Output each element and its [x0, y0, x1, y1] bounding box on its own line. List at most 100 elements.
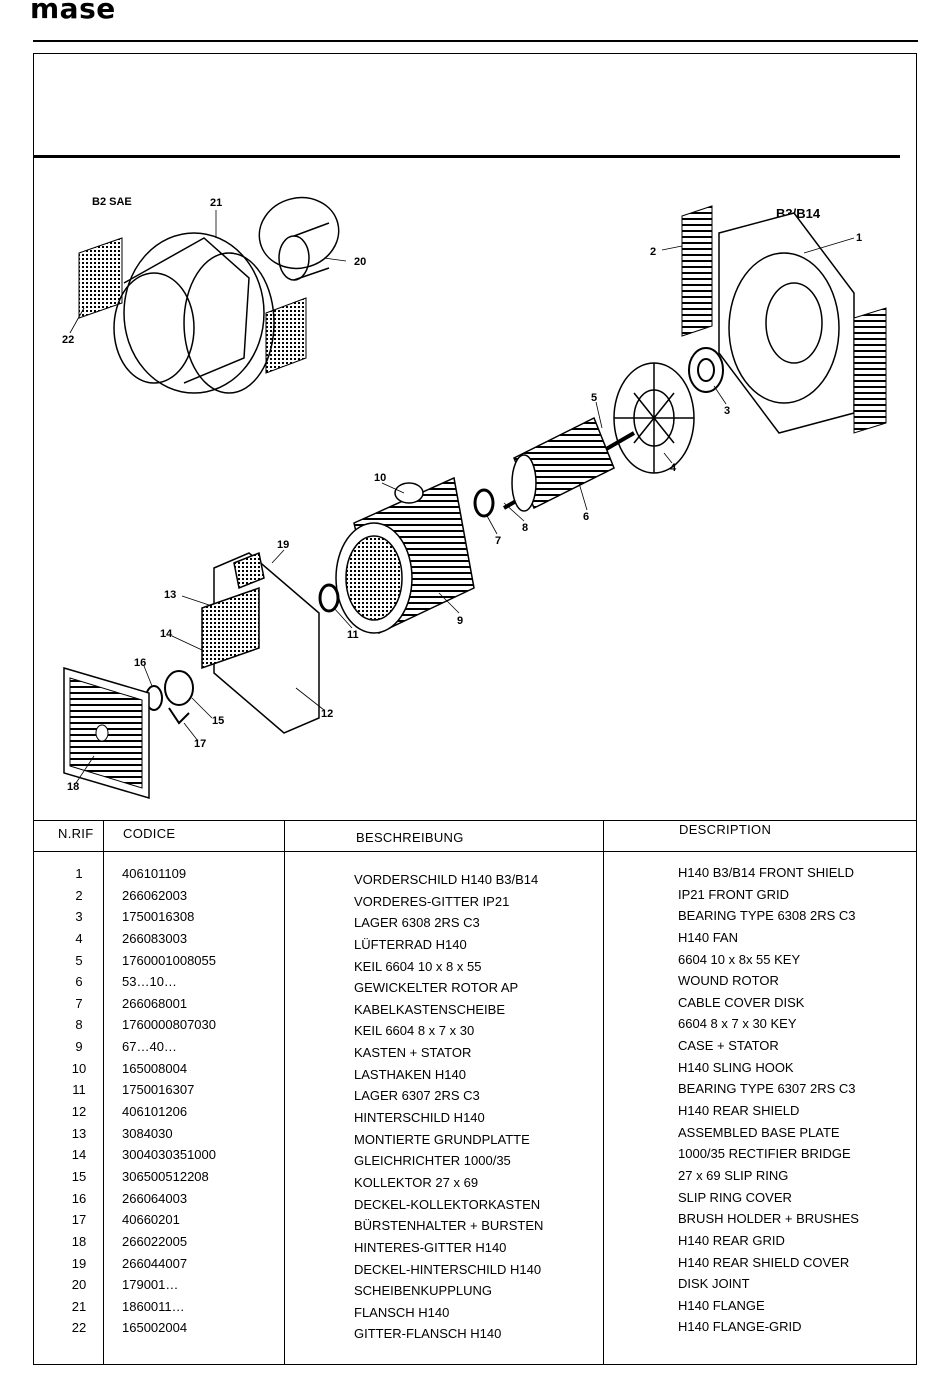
row-code: 266083003 [122, 930, 188, 946]
row-description-en: H140 B3/B14 FRONT SHIELD [678, 865, 855, 880]
row-num: 21 [71, 1298, 87, 1314]
row-code: 40660201 [122, 1212, 180, 1228]
row-description-de: BÜRSTENHALTER + BURSTEN [354, 1218, 544, 1234]
row-code: 3084030 [122, 1125, 173, 1141]
row-code: 3004030351000 [122, 1147, 216, 1163]
callout-8: 8 [522, 522, 528, 534]
row-code: 306500512208 [122, 1168, 209, 1184]
row-description-en: SLIP RING COVER [678, 1189, 792, 1205]
row-description-de: GEWICKELTER ROTOR AP [354, 980, 519, 996]
row-description-de: LAGER 6308 2RS C3 [354, 915, 480, 931]
brand-logo: mase [30, 0, 116, 25]
row-num: 8 [75, 1017, 83, 1033]
cable-cover-disk-part [473, 488, 495, 518]
callout-22: 22 [62, 334, 74, 346]
bearing-6308-part [688, 347, 724, 393]
row-num: 19 [71, 1255, 87, 1271]
row-num: 2 [75, 887, 83, 903]
row-description-en: ASSEMBLED BASE PLATE [678, 1124, 840, 1140]
row-num: 17 [71, 1212, 87, 1228]
table-row: 17 40660201 BÜRSTENHALTER + BURSTEN BRUSH H… [34, 1211, 916, 1234]
row-num: 1 [75, 866, 83, 881]
rotor-part [503, 416, 635, 512]
callout-18: 18 [67, 781, 79, 793]
table-header-rule [33, 851, 917, 852]
row-description-de: KABELKASTENSCHEIBE [354, 1001, 505, 1017]
row-num: 3 [75, 909, 83, 925]
row-code: 179001… [122, 1277, 179, 1293]
row-description-en: H140 FAN [678, 929, 738, 945]
table-top-rule [33, 820, 917, 821]
callout-12: 12 [321, 708, 333, 720]
fan-part [613, 362, 695, 474]
row-description-en: BEARING TYPE 6307 2RS C3 [678, 1081, 856, 1097]
row-code: 1750016307 [122, 1082, 195, 1098]
row-code: 266068001 [122, 995, 188, 1011]
row-num: 22 [71, 1320, 87, 1336]
row-description-en: H140 REAR SHIELD [678, 1103, 800, 1119]
row-description-de: LAGER 6307 2RS C3 [354, 1088, 480, 1104]
header-rule [33, 40, 918, 42]
flange-grid-part [78, 237, 307, 374]
callout-labels: 1 2 3 4 5 6 7 8 9 10 11 12 13 14 15 16 1… [62, 197, 862, 793]
b2sae-label: B2 SAE [92, 196, 132, 208]
row-description-de: VORDERSCHILD H140 B3/B14 [354, 872, 539, 887]
row-description-de: LASTHAKEN H140 [354, 1066, 466, 1082]
row-code: 1750016308 [122, 909, 195, 925]
title-rule [33, 155, 900, 158]
row-description-en: 1000/35 RECTIFIER BRIDGE [678, 1146, 851, 1162]
callout-17: 17 [194, 738, 206, 750]
row-code: 165002004 [122, 1320, 188, 1336]
callout-13: 13 [164, 589, 176, 601]
front-shield-part [718, 212, 855, 434]
bearing-6307-part [318, 583, 340, 613]
callout-15: 15 [212, 715, 224, 727]
callout-14: 14 [160, 628, 173, 640]
header-description-de: BESCHREIBUNG [356, 830, 464, 845]
callout-20: 20 [354, 256, 366, 268]
row-code: 406101206 [122, 1104, 188, 1120]
row-num: 4 [75, 930, 83, 946]
callout-1: 1 [856, 232, 862, 244]
callout-7: 7 [495, 535, 501, 547]
column-divider-1 [103, 821, 104, 1365]
header-code: CODICE [123, 826, 176, 841]
row-description-de: MONTIERTE GRUNDPLATTE [354, 1131, 530, 1147]
row-description-de: KEIL 6604 8 x 7 x 30 [354, 1023, 475, 1039]
row-description-en: BRUSH HOLDER + BRUSHES [678, 1211, 859, 1227]
row-num: 9 [75, 1039, 83, 1055]
row-code: 67…40… [122, 1039, 177, 1055]
row-num: 10 [71, 1060, 87, 1076]
row-description-en: DISK JOINT [678, 1276, 750, 1292]
row-code: 1860011… [122, 1298, 185, 1314]
flange-part [113, 232, 275, 394]
callout-10: 10 [374, 472, 386, 484]
row-code: 266062003 [122, 887, 188, 903]
row-num: 16 [71, 1190, 87, 1206]
row-description-en: CASE + STATOR [678, 1038, 779, 1054]
callout-6: 6 [583, 511, 589, 523]
callout-4: 4 [670, 462, 677, 474]
row-description-en: 6604 8 x 7 x 30 KEY [678, 1016, 797, 1032]
callout-19: 19 [277, 539, 289, 551]
case-stator-part [335, 476, 475, 635]
row-description-de: KEIL 6604 10 x 8 x 55 [354, 958, 482, 974]
row-code: 266064003 [122, 1190, 188, 1206]
row-description-en: H140 SLING HOOK [678, 1059, 794, 1075]
front-shield-side-grid [853, 307, 887, 434]
